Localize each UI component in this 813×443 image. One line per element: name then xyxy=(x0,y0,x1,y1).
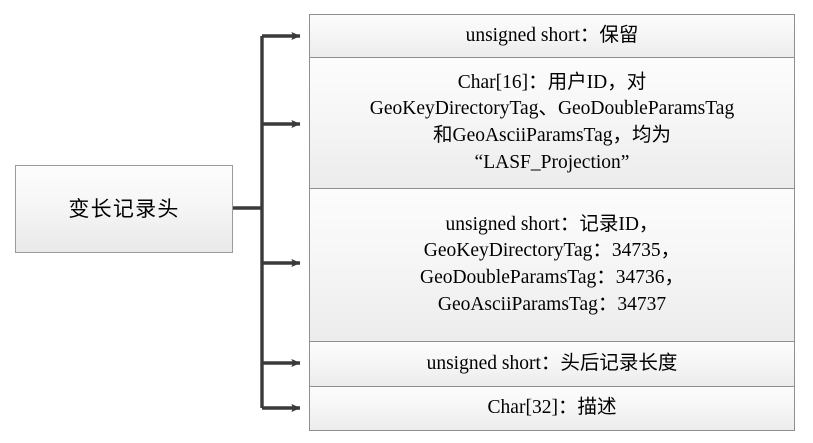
field-row-text: Char[16]：用户ID，对 GeoKeyDirectoryTag、GeoDo… xyxy=(369,71,735,173)
field-rows-stack: unsigned short：保留 Char[16]：用户ID，对 GeoKey… xyxy=(309,14,795,431)
field-row-description[interactable]: Char[32]：描述 xyxy=(309,386,795,431)
field-row-text: unsigned short：记录ID， GeoKeyDirectoryTag：… xyxy=(419,213,684,315)
field-row-text: unsigned short：保留 xyxy=(465,24,639,46)
field-row-reserved[interactable]: unsigned short：保留 xyxy=(309,14,795,58)
field-row-record-id[interactable]: unsigned short：记录ID， GeoKeyDirectoryTag：… xyxy=(309,188,795,342)
field-row-text: unsigned short：头后记录长度 xyxy=(426,352,678,374)
source-node-label: 变长记录头 xyxy=(68,196,180,221)
field-row-text: Char[32]：描述 xyxy=(487,397,617,419)
field-row-user-id[interactable]: Char[16]：用户ID，对 GeoKeyDirectoryTag、GeoDo… xyxy=(309,57,795,189)
source-node-variable-length-record-header[interactable]: 变长记录头 xyxy=(15,165,233,253)
field-row-record-length-after-header[interactable]: unsigned short：头后记录长度 xyxy=(309,341,795,387)
